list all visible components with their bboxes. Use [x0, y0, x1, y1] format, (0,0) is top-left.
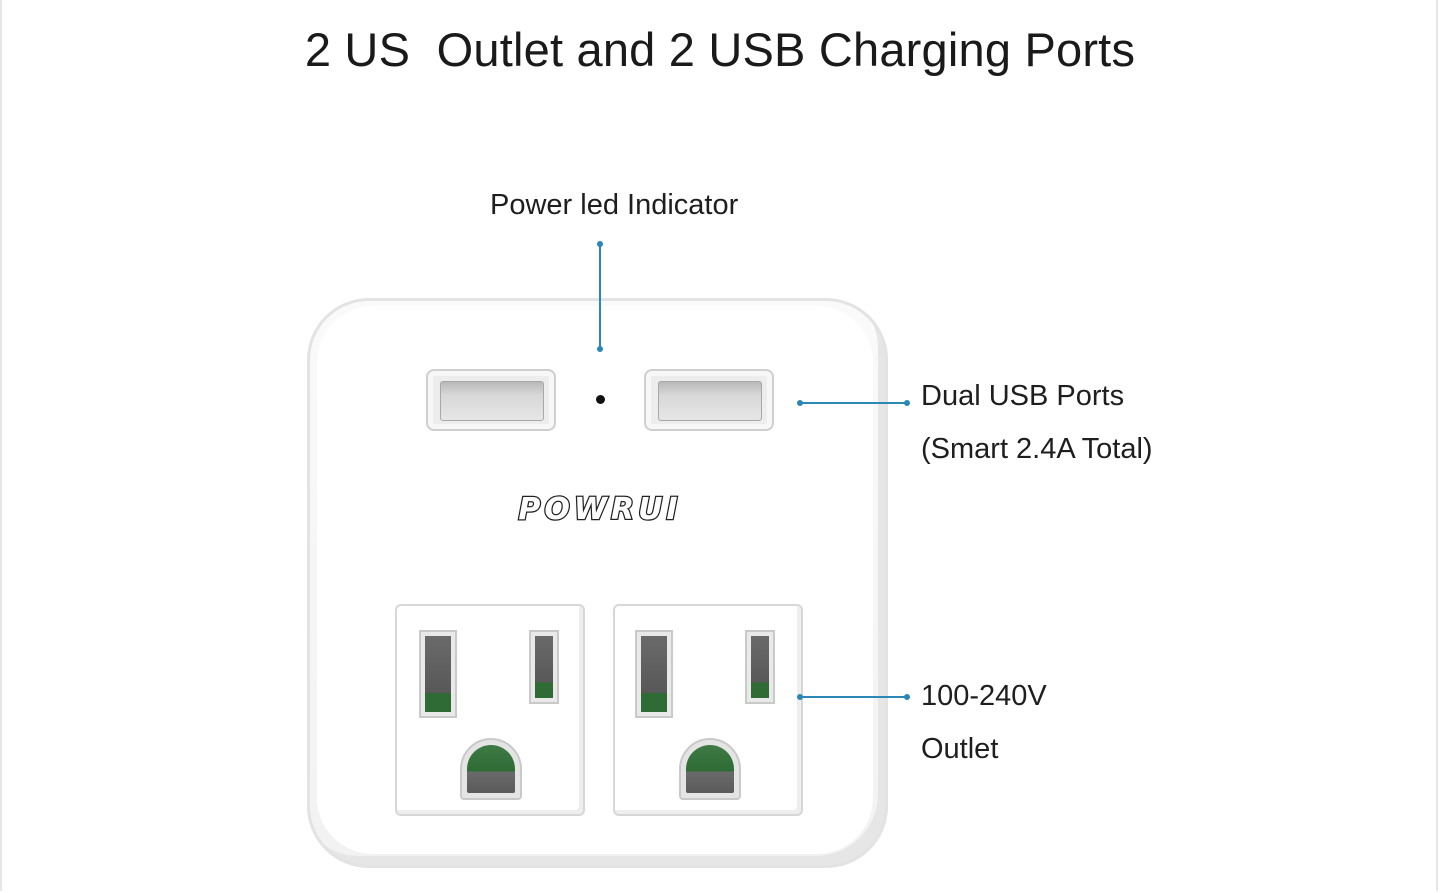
callout-usb-line2: (Smart 2.4A Total): [921, 433, 1153, 465]
led-leader-line: [599, 244, 601, 349]
ac-outlet-left: [395, 604, 585, 816]
callout-outlet: 100-240V Outlet: [921, 670, 1047, 776]
page-title: 2 US Outlet and 2 USB Charging Ports: [304, 23, 1136, 76]
callout-outlet-line2: Outlet: [921, 733, 999, 765]
outlet-leader-dot-left: [797, 694, 803, 700]
outlet-ground-hole: [460, 738, 522, 800]
outlet-prong-hot: [529, 630, 559, 704]
usb-slot: [658, 381, 762, 421]
led-leader-dot-top: [597, 241, 603, 247]
callout-power-led: Power led Indicator: [490, 178, 738, 232]
ac-outlet-right: [613, 604, 803, 816]
usb-leader-dot-right: [904, 400, 910, 406]
usb-leader-dot-left: [797, 400, 803, 406]
callout-usb-line1: Dual USB Ports: [921, 380, 1125, 412]
outlet-prong-neutral: [419, 630, 457, 718]
outlet-leader-line: [800, 696, 907, 698]
outlet-prong-neutral: [635, 630, 673, 718]
usb-port-left: [426, 369, 556, 431]
callout-usb-ports: Dual USB Ports (Smart 2.4A Total): [921, 370, 1153, 476]
outlet-ground-hole: [679, 738, 741, 800]
callout-power-led-label: Power led Indicator: [490, 189, 739, 221]
outlet-prong-hot: [745, 630, 775, 704]
power-led-indicator: [596, 395, 605, 404]
callout-outlet-line1: 100-240V: [921, 680, 1047, 712]
usb-port-right: [644, 369, 774, 431]
outlet-leader-dot-right: [904, 694, 910, 700]
usb-slot: [440, 381, 544, 421]
usb-leader-line: [800, 402, 907, 404]
led-leader-dot-bottom: [597, 346, 603, 352]
brand-logo: POWRUI: [517, 491, 682, 529]
